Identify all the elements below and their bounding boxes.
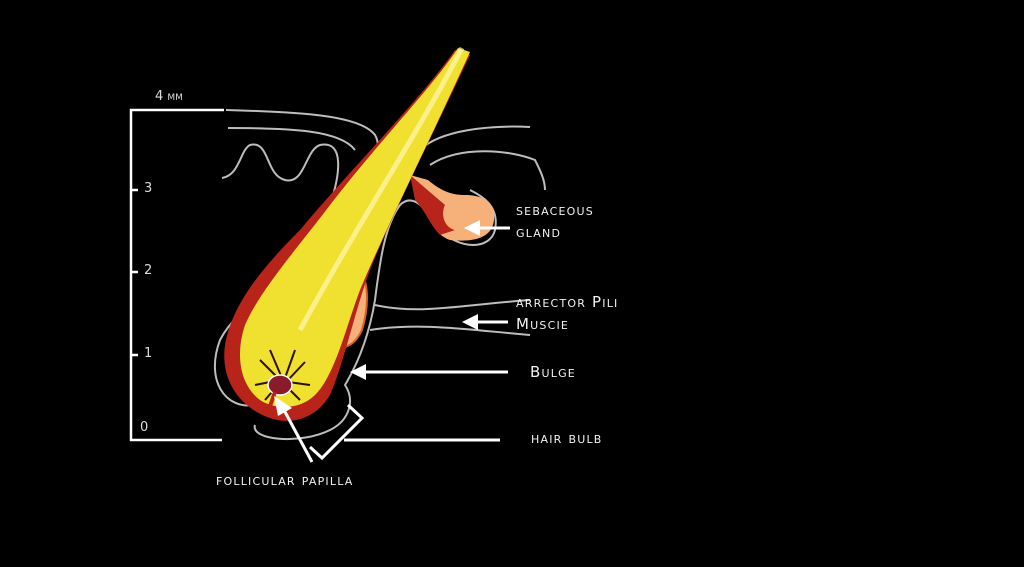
scale-bar <box>129 108 224 442</box>
label-gland: gland <box>516 223 562 241</box>
annotation-arrows <box>274 220 510 463</box>
label-bulge: Bulge <box>530 363 576 381</box>
follicular-papilla-shape <box>267 374 293 396</box>
label-muscle: Muscie <box>516 315 570 333</box>
label-follicular-papilla: follicular papilla <box>216 471 354 489</box>
label-hair-bulb: hair bulb <box>531 429 603 447</box>
label-arrector-pili: arrector Pili <box>516 293 619 311</box>
sebaceous-gland <box>410 175 495 241</box>
scale-tick-0: 0 <box>140 420 149 435</box>
scale-tick-2: 2 <box>144 263 153 278</box>
scale-unit-label: 4 mm <box>155 89 183 104</box>
hair-shaft-highlight <box>297 46 465 332</box>
scale-tick-1: 1 <box>144 346 153 361</box>
label-sebaceous: sebaceous <box>516 201 594 219</box>
scale-tick-3: 3 <box>144 181 153 196</box>
papilla-vessels <box>254 349 311 401</box>
